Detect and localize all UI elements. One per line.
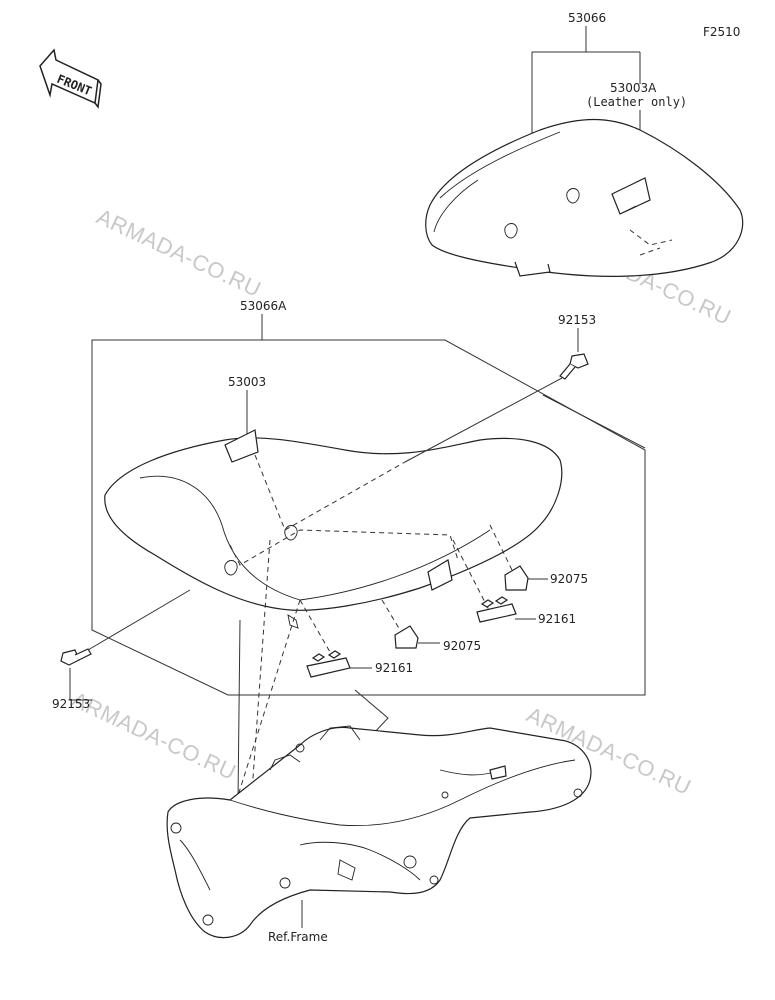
label-ref-frame: Ref.Frame [268,930,328,944]
dash-to-frame-1 [249,539,271,821]
label-92075-center: 92075 [443,639,481,653]
leader-bolt-left-path [87,589,191,651]
leader-92153-left [69,668,92,701]
label-53066: 53066 [568,11,606,25]
line-front-seat-to-frame [237,619,241,801]
dash-front-seat-2 [229,529,459,566]
clip-center-icon [306,650,351,678]
clip-right-icon [476,596,517,623]
label-92075-right: 92075 [550,572,588,586]
watermark-4: ARMADA-CO.RU [68,687,240,785]
bracket-53066A [91,314,646,696]
label-92153-left: 92153 [52,697,90,711]
front-arrow-icon: FRONT [39,48,102,109]
rear-seat [425,118,744,277]
label-leather-only: (Leather only) [586,95,687,109]
dash-clip-right [452,539,491,613]
leader-53066 [531,26,641,140]
label-92153-right: 92153 [558,313,596,327]
label-92161-right: 92161 [538,612,576,626]
bolt-left-icon [60,648,92,666]
label-53003A: 53003A [610,81,657,95]
dash-front-seat-1 [254,454,406,531]
front-seat [104,429,563,629]
label-92161-center: 92161 [375,661,413,675]
dash-clip-center [299,599,331,653]
damper-center-icon [394,625,419,649]
frame [166,725,592,939]
leader-bolt-right-bracket [542,394,646,449]
watermark-1: ARMADA-CO.RU [93,204,265,302]
figure-code: F2510 [703,25,740,39]
label-53066A: 53066A [240,299,287,313]
dash-damper-center [381,599,401,631]
damper-right-icon [504,565,529,591]
leader-bolt-right-path [404,377,563,463]
bolt-right-icon [559,353,589,380]
label-53003: 53003 [228,375,266,389]
